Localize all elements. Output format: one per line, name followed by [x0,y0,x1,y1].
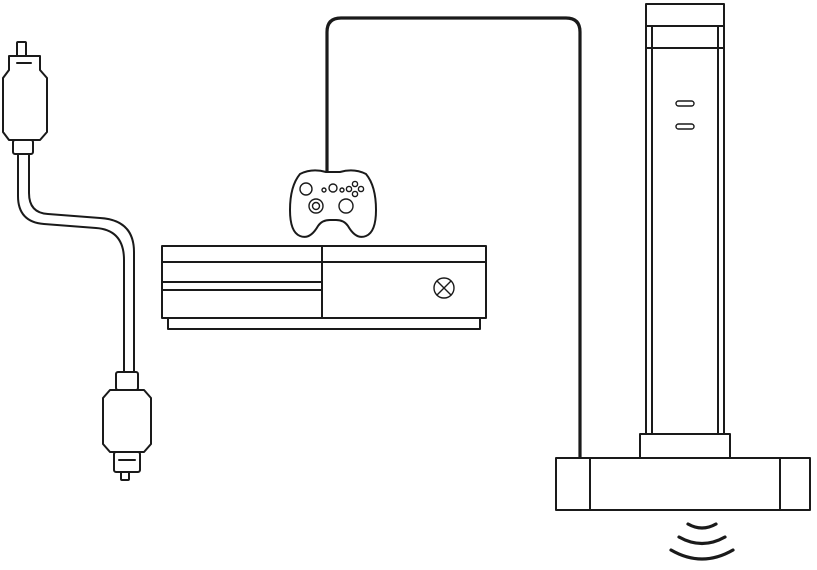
game-controller-icon [289,169,377,238]
controller-cable [325,16,582,462]
console-logo-icon [433,277,455,299]
indicator-light-icon [675,100,695,107]
game-console-icon [161,245,487,330]
wireless-signal-icon [669,522,735,561]
headset-stand-transmitter-icon [555,3,811,511]
optical-audio-cable-icon [2,41,152,481]
indicator-light-icon [675,123,695,130]
